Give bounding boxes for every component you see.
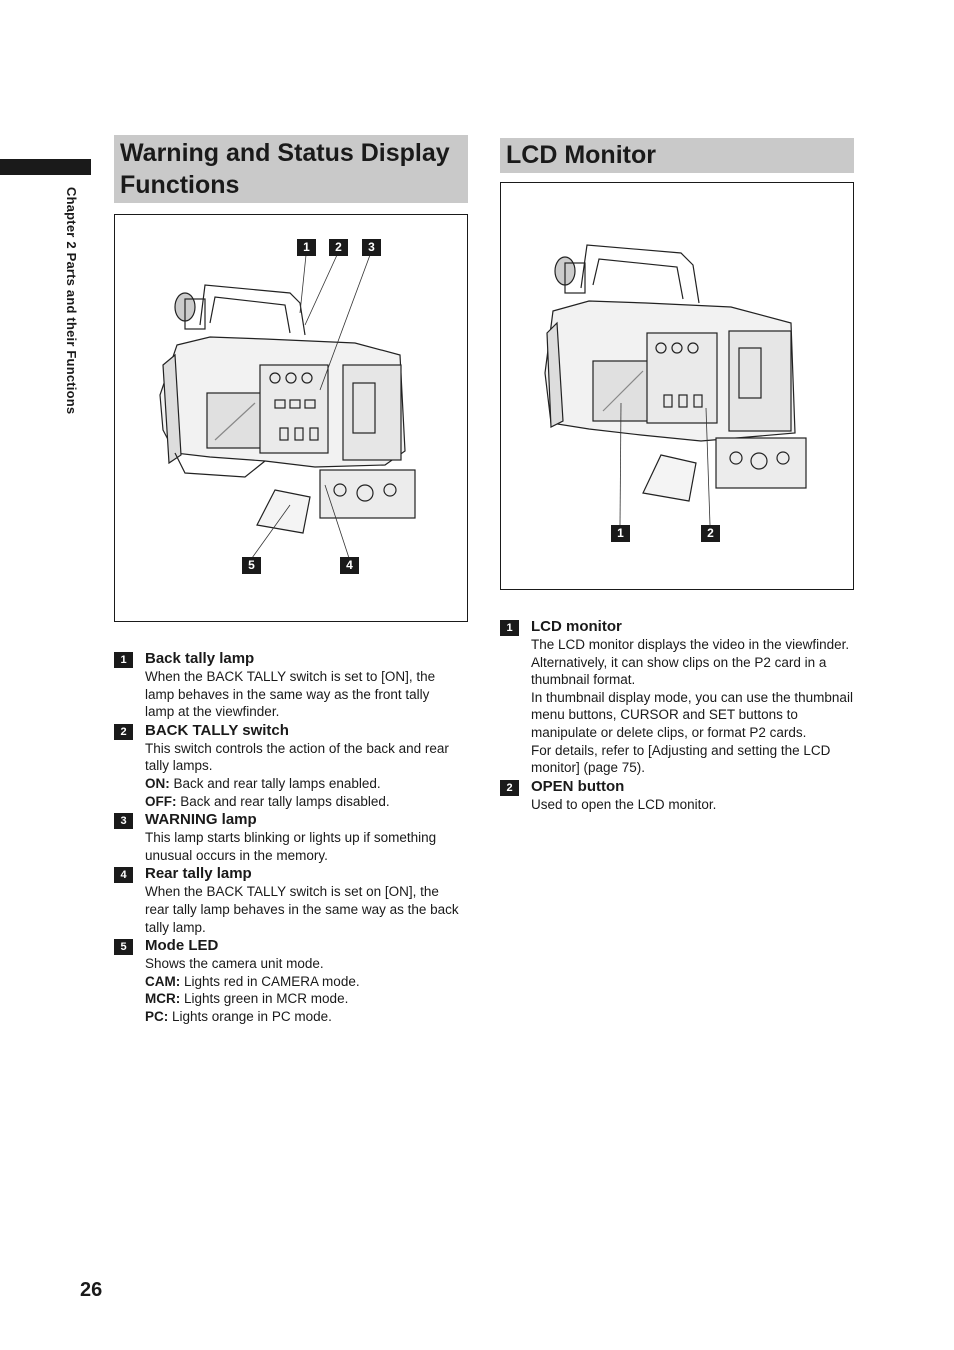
camera-illustration [544, 244, 807, 526]
option-value: Back and rear tally lamps disabled. [176, 793, 390, 809]
item-description: When the BACK TALLY switch is set to [ON… [145, 669, 436, 720]
option-value: Lights orange in PC mode. [168, 1008, 332, 1024]
list-item: 1 Back tally lamp When the BACK TALLY sw… [114, 650, 459, 721]
camera-illustration [159, 254, 416, 559]
item-description: This lamp starts blinking or lights up i… [145, 830, 437, 863]
item-description: This switch controls the action of the b… [145, 740, 449, 774]
item-number: 4 [114, 867, 133, 884]
callout-1: 1 [611, 525, 630, 542]
section-heading-lcd-monitor: LCD Monitor [500, 138, 854, 173]
item-description: For details, refer to [Adjusting and set… [531, 742, 831, 776]
item-description: The LCD monitor displays the video in th… [531, 637, 850, 652]
item-option: MCR: Lights green in MCR mode. [145, 990, 459, 1008]
item-number: 1 [500, 620, 519, 636]
item-description: Used to open the LCD monitor. [531, 796, 717, 812]
heading-line: Warning and Status Display [120, 139, 450, 167]
option-key: CAM: [145, 973, 181, 989]
option-key: ON: [145, 775, 170, 791]
item-option: OFF: Back and rear tally lamps disabled. [145, 793, 459, 811]
callout-2: 2 [329, 239, 348, 256]
page-number: 26 [80, 1279, 103, 1301]
item-number: 1 [114, 652, 133, 668]
camera-figure-warning: 1 2 3 4 5 [114, 214, 468, 622]
callout-2: 2 [701, 525, 720, 542]
item-number: 2 [500, 779, 519, 796]
item-title: BACK TALLY switch [145, 721, 289, 739]
chapter-tab: Chapter 2 Parts and their Functions [64, 187, 79, 415]
item-description: In thumbnail display mode, you can use t… [531, 689, 853, 740]
section-heading-warning-status: Warning and Status Display Functions [114, 135, 468, 203]
item-description: Shows the camera unit mode. [145, 956, 324, 972]
callout-1: 1 [297, 239, 316, 256]
item-option: ON: Back and rear tally lamps enabled. [145, 775, 459, 793]
item-option: CAM: Lights red in CAMERA mode. [145, 973, 459, 991]
item-title: LCD monitor [531, 618, 622, 635]
list-item: 4 Rear tally lamp When the BACK TALLY sw… [114, 865, 459, 936]
list-item: 2 OPEN button Used to open the LCD monit… [500, 778, 860, 814]
item-description: When the BACK TALLY switch is set on [ON… [145, 884, 459, 935]
heading-line: Functions [120, 171, 240, 199]
camera-figure-lcd: 1 2 [500, 182, 854, 590]
item-number: 3 [114, 813, 133, 830]
item-title: WARNING lamp [145, 811, 257, 829]
option-value: Lights red in CAMERA mode. [180, 973, 360, 989]
item-title: OPEN button [531, 777, 625, 795]
item-option: PC: Lights orange in PC mode. [145, 1008, 459, 1026]
callout-4: 4 [340, 557, 359, 574]
parts-list-lcd: 1 LCD monitor The LCD monitor displays t… [500, 618, 860, 814]
callout-5: 5 [242, 557, 261, 574]
item-title: Back tally lamp [145, 650, 255, 667]
chapter-marker-bar [0, 159, 91, 175]
callout-3: 3 [362, 239, 381, 256]
item-title: Mode LED [145, 937, 219, 955]
item-title: Rear tally lamp [145, 865, 252, 883]
option-value: Lights green in MCR mode. [180, 991, 349, 1007]
option-key: MCR: [145, 991, 181, 1007]
list-item: 2 BACK TALLY switch This switch controls… [114, 722, 459, 810]
item-number: 5 [114, 939, 133, 956]
option-value: Back and rear tally lamps enabled. [169, 775, 381, 791]
item-description: Alternatively, it can show clips on the … [531, 654, 827, 688]
list-item: 1 LCD monitor The LCD monitor displays t… [500, 618, 860, 777]
parts-list-warning: 1 Back tally lamp When the BACK TALLY sw… [114, 650, 459, 1027]
option-key: PC: [145, 1008, 169, 1024]
item-number: 2 [114, 723, 133, 740]
list-item: 3 WARNING lamp This lamp starts blinking… [114, 811, 459, 864]
option-key: OFF: [145, 793, 177, 809]
list-item: 5 Mode LED Shows the camera unit mode. C… [114, 937, 459, 1025]
